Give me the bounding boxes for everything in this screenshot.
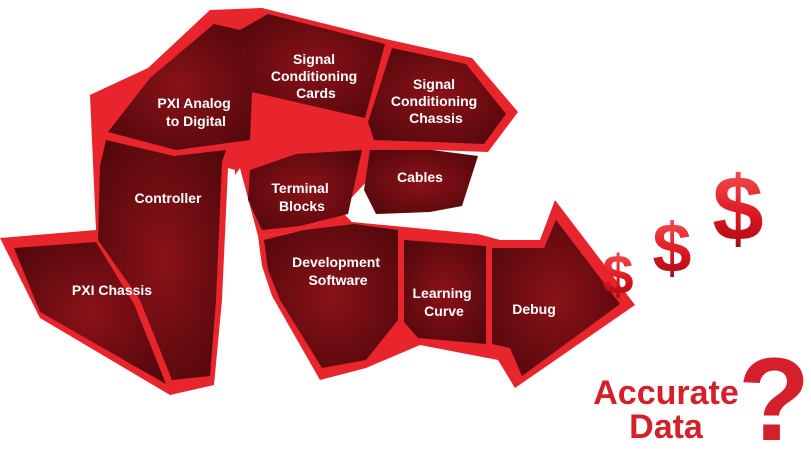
label-learning-curve: Learning Curve [412, 285, 475, 319]
dollar-signs: $ $ $ [602, 158, 763, 306]
question-mark-icon: ? [738, 334, 810, 449]
label-signal-conditioning-chassis: Signal Conditioning Chassis [391, 76, 481, 126]
label-line: Cables [397, 169, 443, 185]
label-line: Learning [412, 285, 471, 301]
label-pxi-chassis: PXI Chassis [72, 282, 152, 298]
label-line: Software [308, 272, 367, 288]
label-pxi-analog-to-digital: PXI Analog to Digital [157, 95, 234, 129]
segment-terminal-blocks [248, 150, 362, 230]
label-line: Cards [296, 85, 336, 101]
label-terminal-blocks: Terminal Blocks [271, 180, 332, 214]
segment-learning-curve [404, 240, 486, 344]
label-line: PXI Analog [157, 95, 230, 111]
dollar-sign-small: $ [602, 243, 633, 306]
label-debug: Debug [512, 301, 556, 317]
segment-pxi-chassis [14, 242, 166, 384]
dollar-sign-medium: $ [653, 209, 692, 287]
segment-pxi-analog-to-digital [108, 24, 252, 150]
label-line: Curve [424, 303, 464, 319]
dollar-sign-large: $ [712, 158, 763, 260]
label-line: Development [292, 254, 380, 270]
accurate-data-question: Accurate Data ? [593, 334, 810, 449]
label-line: Terminal [271, 180, 328, 196]
label-line: Conditioning [391, 93, 477, 109]
label-line: Blocks [279, 198, 325, 214]
segment-cables [364, 150, 478, 214]
label-cables: Cables [397, 169, 443, 185]
segment-polygons [14, 14, 620, 384]
label-line: to Digital [166, 113, 226, 129]
segment-debug-arrow [492, 220, 620, 376]
label-line: Controller [135, 190, 202, 206]
label-line: Signal [413, 76, 455, 92]
accurate-label: Accurate [593, 374, 739, 412]
label-line: Conditioning [271, 68, 357, 84]
segment-signal-conditioning-chassis [368, 48, 506, 144]
segment-development-software [264, 224, 398, 368]
segment-controller [98, 140, 226, 380]
label-line: Signal [293, 51, 335, 67]
label-development-software: Development Software [292, 254, 384, 288]
label-line: Chassis [409, 110, 463, 126]
label-line: Debug [512, 301, 556, 317]
label-line: PXI Chassis [72, 282, 152, 298]
label-signal-conditioning-cards: Signal Conditioning Cards [271, 51, 361, 101]
segment-signal-conditioning-cards [240, 14, 385, 118]
data-label: Data [629, 408, 704, 446]
label-controller: Controller [135, 190, 202, 206]
segment-labels: Signal Conditioning Cards PXI Analog to … [72, 51, 556, 319]
